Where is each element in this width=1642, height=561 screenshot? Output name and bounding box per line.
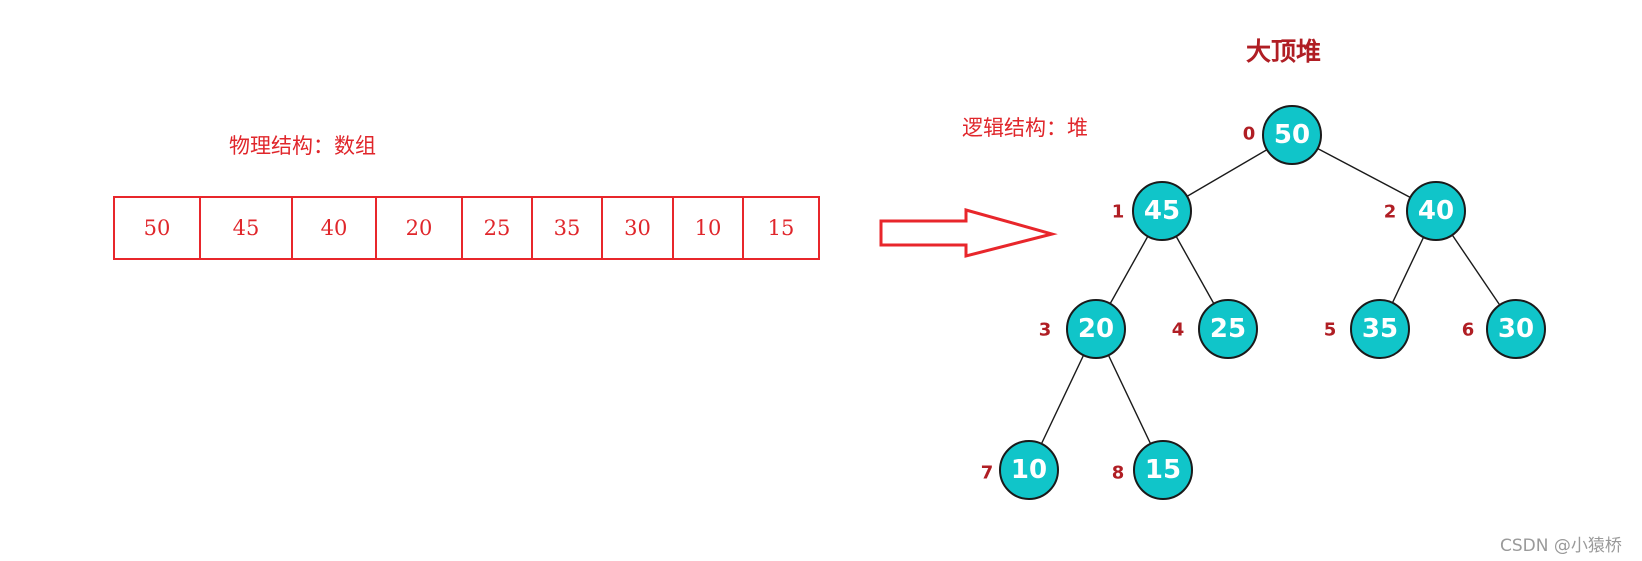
heap-node-circle	[1406, 181, 1466, 241]
heap-node-value: 40	[1418, 196, 1454, 226]
heap-node-index: 1	[1112, 202, 1125, 223]
heap-node-circle	[1132, 181, 1192, 241]
array-cell: 30	[603, 198, 674, 258]
heap-node: 25 4	[1172, 299, 1258, 359]
array-cell: 25	[463, 198, 533, 258]
heap-node-index: 0	[1243, 124, 1256, 145]
array-cell: 20	[377, 198, 463, 258]
heap-node: 40 2	[1384, 181, 1466, 241]
array-cell: 40	[293, 198, 377, 258]
heap-node-index: 4	[1172, 320, 1185, 341]
heap-node-value: 10	[1011, 455, 1047, 485]
array-box: 50 45 40 20 25 35 30 10 15	[113, 196, 820, 260]
heap-node-index: 8	[1112, 463, 1125, 484]
heap-node-value: 45	[1144, 196, 1180, 226]
heap-node: 20 3	[1039, 299, 1126, 359]
heap-node-circle	[1350, 299, 1410, 359]
array-cell: 15	[767, 216, 795, 240]
heap-node: 15 8	[1112, 440, 1193, 500]
heap-node-index: 5	[1324, 320, 1337, 341]
heap-node-circle	[1133, 440, 1193, 500]
watermark: CSDN @小猿桥	[1500, 536, 1622, 556]
heap-node-circle	[1066, 299, 1126, 359]
heap-node-circle	[1486, 299, 1546, 359]
physical-structure-label: 物理结构：数组	[229, 134, 376, 158]
heap-node-circle	[1262, 105, 1322, 165]
heap-node: 35 5	[1324, 299, 1410, 359]
heap-node-index: 6	[1462, 320, 1475, 341]
heap-node: 45 1	[1112, 181, 1192, 241]
heap-node-value: 35	[1362, 314, 1398, 344]
array-cell: 45	[201, 198, 293, 258]
heap-node-value: 20	[1078, 314, 1114, 344]
heap-node: 30 6	[1462, 299, 1546, 359]
heap-node-circle	[999, 440, 1059, 500]
heap-node: 10 7	[981, 440, 1059, 500]
heap-node-index: 7	[981, 463, 994, 484]
heap-node-value: 50	[1274, 120, 1310, 150]
array-cell: 50	[115, 198, 201, 258]
array-cell: 35	[533, 198, 603, 258]
array-cell: 10	[674, 198, 744, 258]
heap-node-index: 3	[1039, 320, 1052, 341]
heap-node-index: 2	[1384, 202, 1397, 223]
heap-node: 50 0	[1243, 105, 1322, 165]
logical-structure-label: 逻辑结构：堆	[962, 116, 1088, 140]
heap-title: 大顶堆	[1246, 37, 1322, 66]
heap-nodes: 50 0 45 1 40 2 20 3 25 4 35 5 30 6 10 7 15 8	[981, 105, 1546, 500]
heap-node-circle	[1198, 299, 1258, 359]
heap-node-value: 25	[1210, 314, 1246, 344]
heap-node-value: 15	[1145, 455, 1181, 485]
heap-node-value: 30	[1498, 314, 1534, 344]
